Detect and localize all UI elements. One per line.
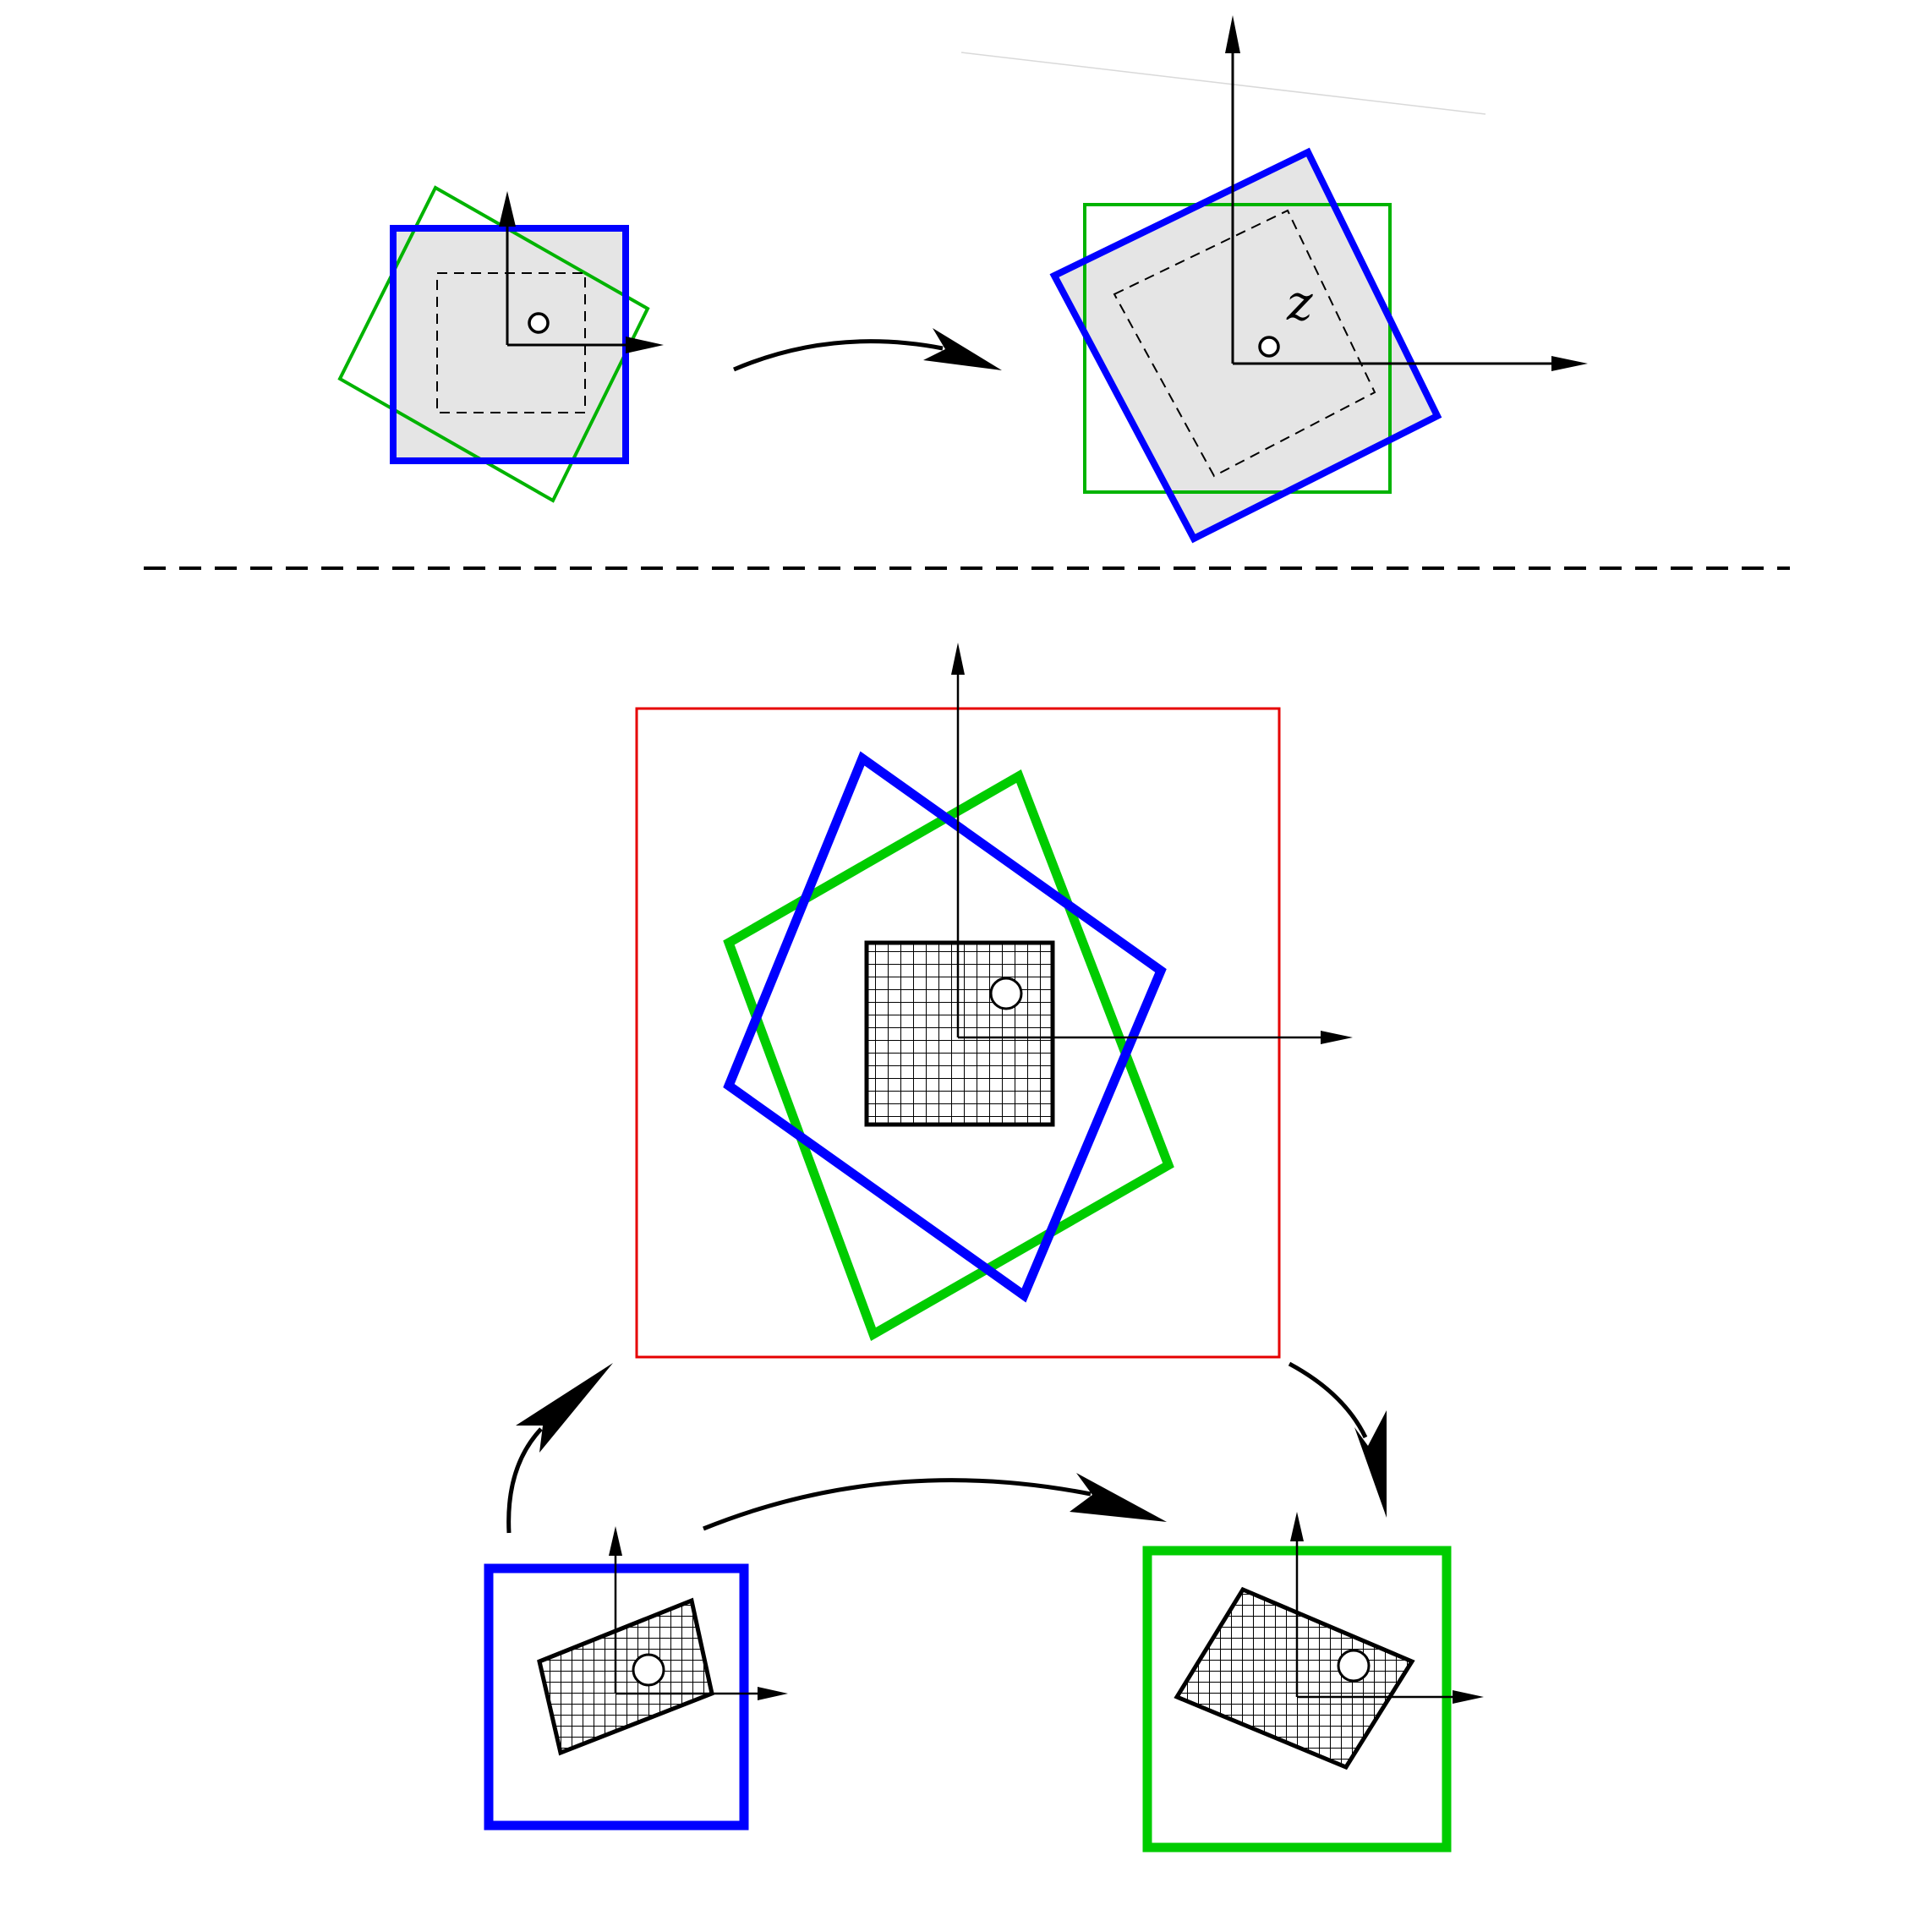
arrow-left-to-center-head (516, 1363, 613, 1453)
top-right-faint-line (960, 52, 1486, 115)
center-blue-rotated-square (723, 751, 1167, 1303)
center-origin-marker (989, 977, 1023, 1010)
bottom-right-y-arrowhead (1290, 1512, 1304, 1541)
center-group (635, 643, 1353, 1359)
center-green-rotated-square (723, 769, 1174, 1342)
top-right-green-square (1083, 203, 1392, 494)
top-transform-arrow (733, 328, 1002, 372)
z-label: z (1286, 274, 1313, 331)
top-right-gray-fill (1054, 152, 1437, 539)
center-x-arrowhead (1321, 1031, 1353, 1044)
top-arrow-head (923, 328, 1002, 370)
bottom-left-x-arrowhead (758, 1687, 788, 1700)
top-right-origin-marker (1258, 336, 1280, 358)
top-left-y-arrowhead (499, 191, 516, 227)
arrow-center-to-right-head (1354, 1410, 1387, 1518)
top-arrow-curve (733, 339, 944, 372)
center-y-arrowhead (951, 643, 965, 675)
bottom-right-group (1142, 1512, 1484, 1853)
arrow-left-to-right-curve (703, 1478, 1092, 1531)
bottom-right-x-arrowhead (1453, 1690, 1484, 1704)
top-left-dashed-inner-square (436, 272, 586, 413)
top-left-group (337, 185, 664, 503)
bottom-left-group (484, 1526, 788, 1831)
bottom-right-origin-marker (1337, 1649, 1371, 1683)
top-right-x-arrowhead (1551, 356, 1588, 371)
bottom-left-y-arrowhead (609, 1526, 622, 1556)
arrow-left-to-right-head (1070, 1473, 1167, 1522)
top-left-x-arrowhead (626, 337, 664, 353)
top-right-group: z (960, 15, 1588, 544)
bottom-left-grid-quad (537, 1597, 714, 1756)
top-right-dashed-inner-square (1113, 209, 1376, 478)
top-right-y-arrowhead (1225, 15, 1240, 53)
bottom-right-grid-quad (1174, 1586, 1415, 1771)
arrow-center-to-right-curve (1288, 1361, 1368, 1439)
bottom-left-origin-marker (632, 1653, 665, 1687)
top-left-green-rotated-square (337, 185, 650, 503)
top-left-origin-marker (528, 312, 550, 334)
arrow-left-to-center-curve (506, 1427, 543, 1534)
top-right-blue-rotated-square (1049, 147, 1442, 544)
bottom-arrows (506, 1361, 1387, 1534)
center-grid-square (864, 940, 1055, 1127)
